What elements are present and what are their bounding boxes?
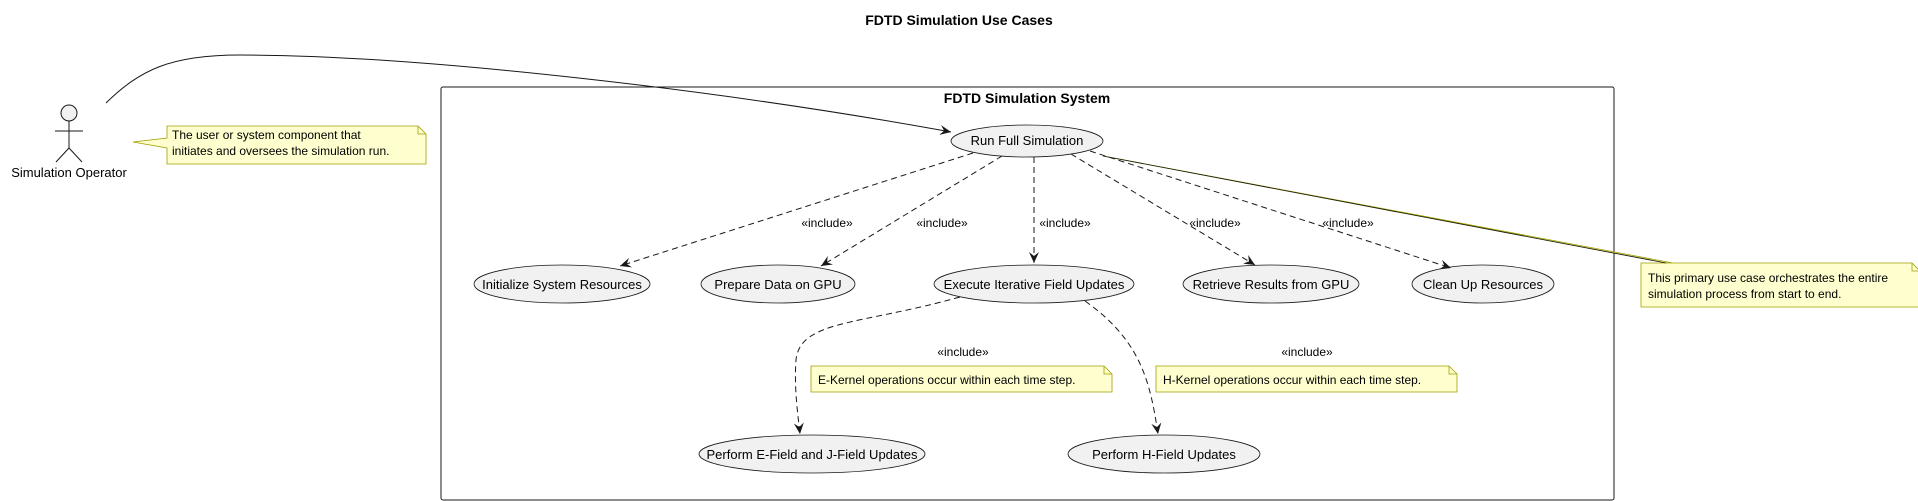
include-arrow-cleanup (1089, 150, 1452, 270)
include-label-hfield: «include» (1281, 345, 1333, 359)
usecase-prepare-data-on-gpu[interactable]: Prepare Data on GPU (700, 264, 856, 304)
usecase-init-label: Initialize System Resources (482, 277, 642, 292)
include-arrow-efield (793, 296, 961, 435)
usecase-perform-e-field-and-j-field-updates[interactable]: Perform E-Field and J-Field Updates (698, 434, 926, 474)
usecase-efield-label: Perform E-Field and J-Field Updates (707, 447, 918, 462)
usecase-perform-h-field-updates[interactable]: Perform H-Field Updates (1067, 434, 1261, 474)
diagram-title: FDTD Simulation Use Cases (865, 12, 1053, 28)
actor-note-line-2: initiates and oversees the simulation ru… (172, 144, 389, 158)
usecase-prepare-label: Prepare Data on GPU (714, 277, 841, 292)
usecase-execute-iterative-field-updates[interactable]: Execute Iterative Field Updates (933, 264, 1135, 304)
include-arrow-init (619, 152, 974, 268)
association-operator-run (105, 54, 952, 135)
usecase-initialize-system-resources[interactable]: Initialize System Resources (473, 264, 651, 304)
usecase-cleanup-label: Clean Up Resources (1423, 277, 1543, 292)
usecase-clean-up-resources[interactable]: Clean Up Resources (1411, 264, 1555, 304)
h-kernel-note-text: H-Kernel operations occur within each ti… (1163, 373, 1421, 387)
actor-note-line-1: The user or system component that (172, 128, 361, 142)
include-label-retrieve: «include» (1189, 216, 1241, 230)
usecase-run-label: Run Full Simulation (971, 133, 1084, 148)
run-note-line-1: This primary use case orchestrates the e… (1648, 271, 1888, 285)
system-boundary-title: FDTD Simulation System (944, 90, 1110, 106)
run-note-line-2: simulation process from start to end. (1648, 287, 1841, 301)
usecase-retrieve-results-from-gpu[interactable]: Retrieve Results from GPU (1182, 264, 1360, 304)
include-arrow-hfield (1084, 300, 1162, 435)
include-label-cleanup: «include» (1322, 216, 1374, 230)
actor-simulation-operator[interactable] (55, 104, 83, 163)
actor-head (60, 104, 78, 122)
actor-note: The user or system component that initia… (132, 125, 427, 165)
usecase-retrieve-label: Retrieve Results from GPU (1193, 277, 1350, 292)
system-boundary (440, 86, 1615, 501)
e-kernel-note-text: E-Kernel operations occur within each ti… (818, 373, 1075, 387)
h-kernel-note: H-Kernel operations occur within each ti… (1155, 365, 1458, 393)
actor-left-leg (55, 147, 70, 163)
include-label-execute: «include» (1039, 216, 1091, 230)
actor-label: Simulation Operator (11, 165, 127, 180)
include-arrow-retrieve (1070, 153, 1256, 266)
run-note: This primary use case orchestrates the e… (1102, 155, 1918, 308)
include-label-init: «include» (801, 216, 853, 230)
usecase-execute-label: Execute Iterative Field Updates (944, 277, 1125, 292)
include-label-efield: «include» (937, 345, 989, 359)
usecase-hfield-label: Perform H-Field Updates (1092, 447, 1236, 462)
actor-right-leg (68, 147, 83, 163)
include-arrow-prepare (820, 155, 1003, 267)
include-label-prepare: «include» (916, 216, 968, 230)
usecase-run-full-simulation[interactable]: Run Full Simulation (950, 124, 1104, 158)
e-kernel-note: E-Kernel operations occur within each ti… (810, 365, 1113, 393)
